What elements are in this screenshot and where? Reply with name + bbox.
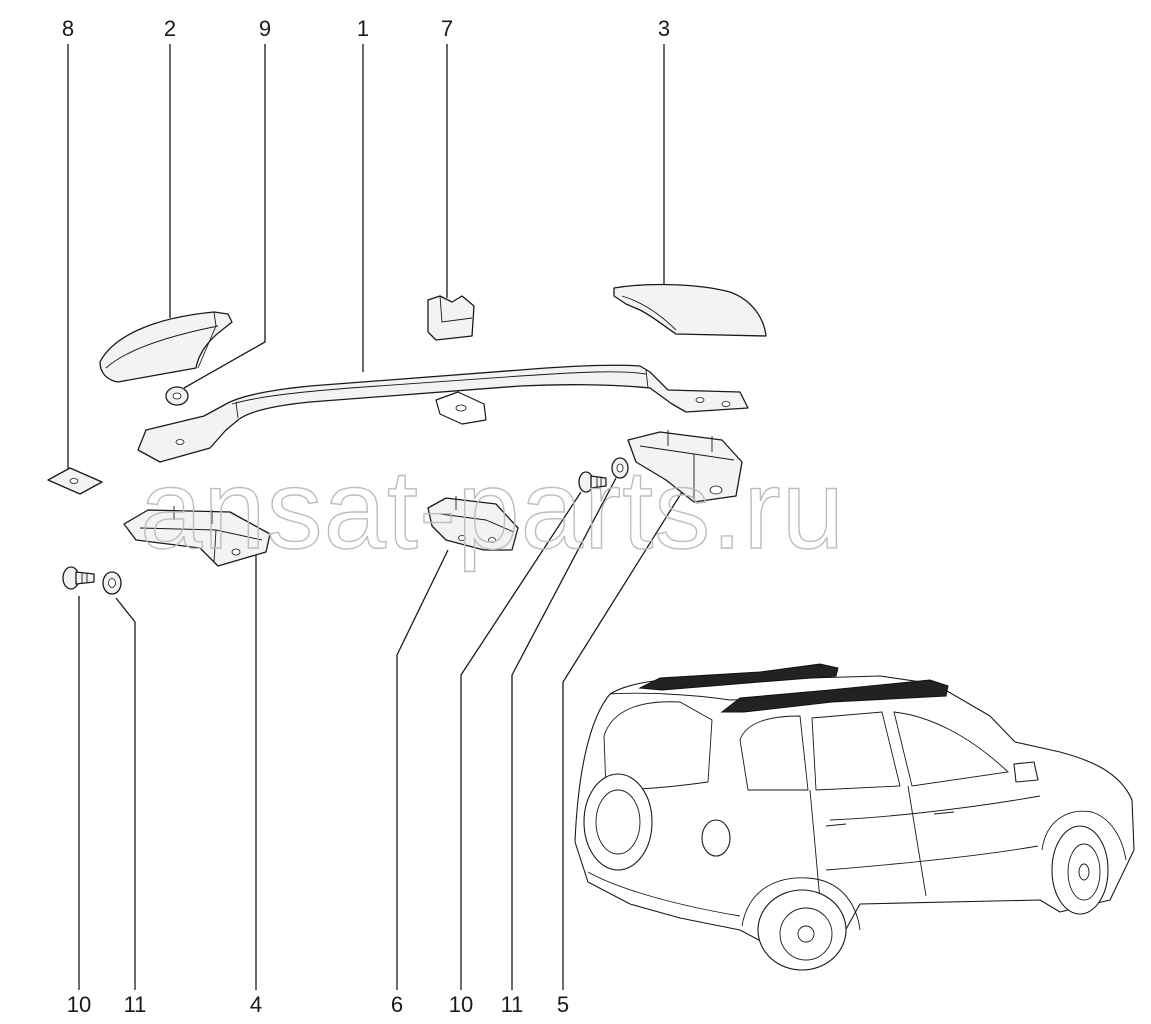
part-bolt-right bbox=[578, 471, 607, 493]
part-front-bracket bbox=[123, 506, 271, 567]
part-plate-8 bbox=[47, 467, 103, 495]
callout-label-8: 8 bbox=[62, 16, 74, 41]
leader-lines bbox=[67, 44, 683, 990]
leader-line-5 bbox=[562, 491, 683, 990]
leader-line-9 bbox=[183, 44, 266, 389]
callout-label-7: 7 bbox=[441, 16, 453, 41]
leader-line-11-right bbox=[511, 477, 617, 990]
callout-label-5: 5 bbox=[557, 992, 569, 1017]
callout-label-10-left: 10 bbox=[67, 992, 91, 1017]
callout-label-10-right: 10 bbox=[449, 992, 473, 1017]
part-washer-left bbox=[102, 571, 122, 595]
part-front-end-cap bbox=[99, 311, 233, 383]
part-roof-rail bbox=[137, 364, 749, 463]
callout-label-6: 6 bbox=[391, 992, 403, 1017]
part-middle-bracket bbox=[427, 496, 519, 551]
part-rear-bracket bbox=[627, 430, 743, 503]
leader-line-10-right bbox=[460, 491, 582, 990]
part-rear-end-cap bbox=[613, 283, 767, 337]
part-washer-right bbox=[611, 457, 629, 479]
callout-label-11-right: 11 bbox=[501, 992, 524, 1017]
callout-label-3: 3 bbox=[658, 16, 670, 41]
callout-label-9: 9 bbox=[259, 16, 271, 41]
callout-label-2: 2 bbox=[164, 16, 176, 41]
part-small-cover-7 bbox=[427, 295, 475, 341]
leader-line-4 bbox=[239, 539, 257, 990]
callout-label-1: 1 bbox=[357, 16, 369, 41]
part-nut-9 bbox=[165, 386, 189, 406]
leader-line-11-left bbox=[115, 597, 136, 990]
suv-illustration bbox=[574, 663, 1135, 971]
callout-label-4: 4 bbox=[250, 992, 262, 1017]
watermark: ansat-parts.ru bbox=[140, 447, 845, 572]
callout-label-11-left: 11 bbox=[124, 992, 147, 1017]
leader-line-6 bbox=[396, 549, 449, 990]
part-bolt-left bbox=[62, 566, 95, 590]
